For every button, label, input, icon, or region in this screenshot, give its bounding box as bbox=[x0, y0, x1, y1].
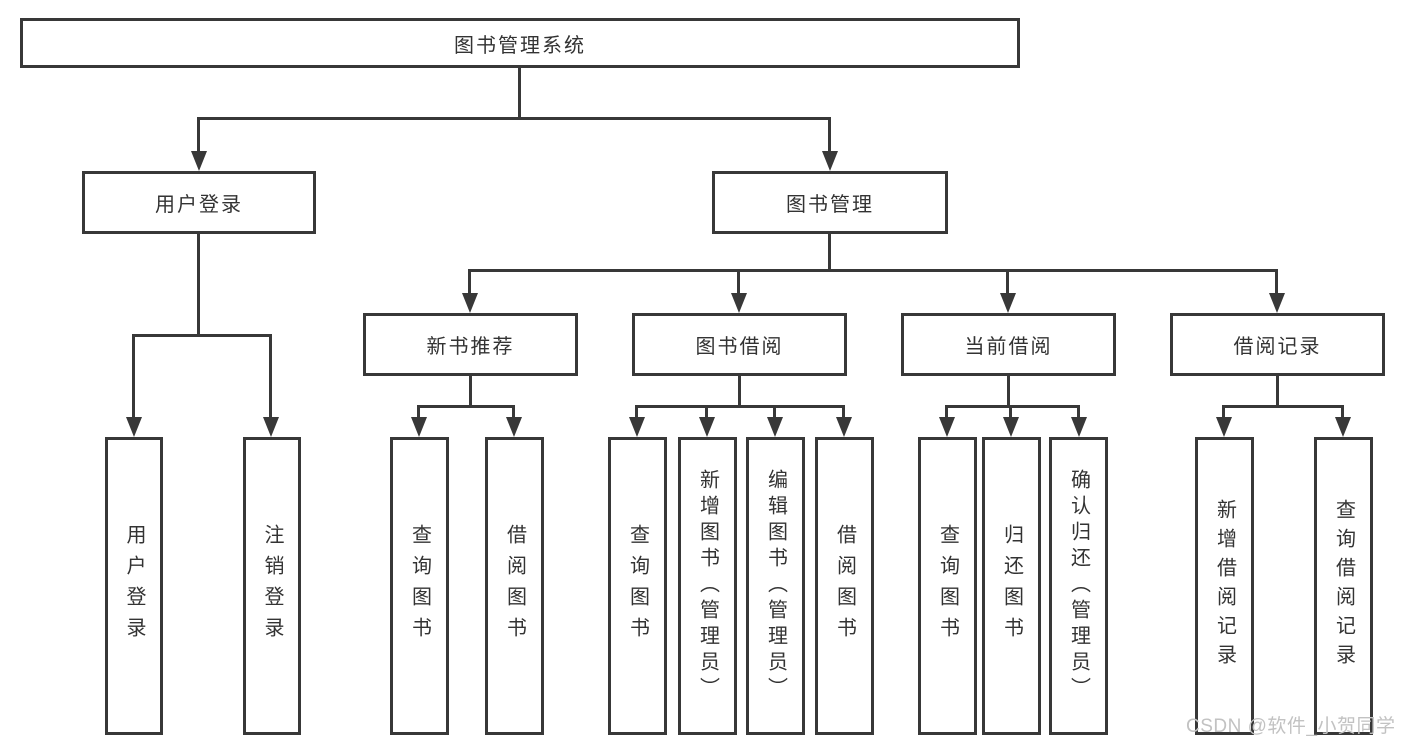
connector-to-leaf bbox=[773, 405, 776, 420]
leaf-label: 新增借阅记录 bbox=[1213, 499, 1236, 673]
arrow-down-icon bbox=[1269, 293, 1285, 313]
csdn-watermark: CSDN @软件_小贺同学 bbox=[1186, 716, 1396, 737]
node-new-book-recommendation: 新书推荐 bbox=[363, 313, 578, 376]
arrow-down-icon bbox=[191, 151, 207, 171]
leaf-label: 新增图书（管理员） bbox=[696, 469, 719, 703]
node-book-borrowing: 图书借阅 bbox=[632, 313, 847, 376]
leaf-label: 查询借阅记录 bbox=[1332, 499, 1355, 673]
leaf-label: 查询图书 bbox=[936, 524, 959, 648]
node-library-management-system: 图书管理系统 bbox=[20, 18, 1020, 68]
leaf-query-books: 查询图书 bbox=[918, 437, 977, 735]
arrow-down-icon bbox=[1003, 417, 1019, 437]
connector-to-leaf bbox=[512, 405, 515, 420]
connector-leaf-branch bbox=[945, 405, 1080, 408]
connector-to-leaf bbox=[945, 405, 948, 420]
connector-to-leaf bbox=[705, 405, 708, 420]
node-book-management: 图书管理 bbox=[712, 171, 948, 234]
arrow-down-icon bbox=[1071, 417, 1087, 437]
leaf-query-borrow-record: 查询借阅记录 bbox=[1314, 437, 1373, 735]
arrow-down-icon bbox=[1335, 417, 1351, 437]
connector-to-leaf bbox=[1009, 405, 1012, 420]
connector-module-stem bbox=[1276, 376, 1279, 407]
connector-user-login-branch bbox=[132, 334, 272, 337]
arrow-down-icon bbox=[939, 417, 955, 437]
arrow-down-icon bbox=[731, 293, 747, 313]
connector-level2-branch bbox=[468, 269, 1278, 272]
connector-to-module bbox=[1275, 269, 1278, 296]
connector-book-management-stem bbox=[828, 234, 831, 272]
leaf-query-books: 查询图书 bbox=[608, 437, 667, 735]
connector-leaf-branch bbox=[635, 405, 845, 408]
leaf-label: 借阅图书 bbox=[503, 524, 526, 648]
connector-to-module bbox=[1006, 269, 1009, 296]
arrow-down-icon bbox=[1000, 293, 1016, 313]
arrow-down-icon bbox=[836, 417, 852, 437]
connector-to-module bbox=[737, 269, 740, 296]
arrow-down-icon bbox=[506, 417, 522, 437]
connector-to-leaf bbox=[635, 405, 638, 420]
connector-to-user-login bbox=[197, 117, 200, 154]
arrow-down-icon bbox=[699, 417, 715, 437]
arrow-down-icon bbox=[263, 417, 279, 437]
leaf-edit-book-admin: 编辑图书（管理员） bbox=[746, 437, 805, 735]
arrow-down-icon bbox=[767, 417, 783, 437]
leaf-query-books: 查询图书 bbox=[390, 437, 449, 735]
arrow-down-icon bbox=[411, 417, 427, 437]
connector-to-leaf bbox=[417, 405, 420, 420]
leaf-label: 注销登录 bbox=[261, 524, 283, 648]
connector-module-stem bbox=[469, 376, 472, 407]
connector-level1-branch bbox=[197, 117, 831, 120]
leaf-label: 确认归还（管理员） bbox=[1067, 469, 1090, 703]
connector-to-leaf bbox=[1222, 405, 1225, 420]
arrow-down-icon bbox=[462, 293, 478, 313]
leaf-add-book-admin: 新增图书（管理员） bbox=[678, 437, 737, 735]
node-borrowing-records: 借阅记录 bbox=[1170, 313, 1385, 376]
connector-to-leaf bbox=[1077, 405, 1080, 420]
leaf-label: 查询图书 bbox=[626, 524, 649, 648]
connector-to-leaf bbox=[132, 334, 135, 420]
connector-to-module bbox=[468, 269, 471, 296]
node-current-borrowing: 当前借阅 bbox=[901, 313, 1116, 376]
leaf-return-books: 归还图书 bbox=[982, 437, 1041, 735]
connector-root-stem bbox=[518, 68, 521, 118]
connector-module-stem bbox=[1007, 376, 1010, 407]
leaf-borrow-books: 借阅图书 bbox=[815, 437, 874, 735]
leaf-label: 归还图书 bbox=[1000, 524, 1023, 648]
connector-to-leaf bbox=[842, 405, 845, 420]
leaf-label: 查询图书 bbox=[408, 524, 431, 648]
arrow-down-icon bbox=[126, 417, 142, 437]
leaf-confirm-return-admin: 确认归还（管理员） bbox=[1049, 437, 1108, 735]
leaf-label: 用户登录 bbox=[123, 524, 145, 648]
leaf-label: 借阅图书 bbox=[833, 524, 856, 648]
arrow-down-icon bbox=[1216, 417, 1232, 437]
connector-to-leaf bbox=[269, 334, 272, 420]
arrow-down-icon bbox=[822, 151, 838, 171]
leaf-borrow-books: 借阅图书 bbox=[485, 437, 544, 735]
connector-module-stem bbox=[738, 376, 741, 407]
leaf-user-login: 用户登录 bbox=[105, 437, 163, 735]
arrow-down-icon bbox=[629, 417, 645, 437]
connector-user-login-stem bbox=[197, 234, 200, 335]
connector-to-book-management bbox=[828, 117, 831, 154]
leaf-logout: 注销登录 bbox=[243, 437, 301, 735]
connector-to-leaf bbox=[1341, 405, 1344, 420]
leaf-add-borrow-record: 新增借阅记录 bbox=[1195, 437, 1254, 735]
connector-leaf-branch bbox=[1222, 405, 1344, 408]
leaf-label: 编辑图书（管理员） bbox=[764, 469, 787, 703]
connector-leaf-branch bbox=[417, 405, 515, 408]
node-user-login: 用户登录 bbox=[82, 171, 316, 234]
